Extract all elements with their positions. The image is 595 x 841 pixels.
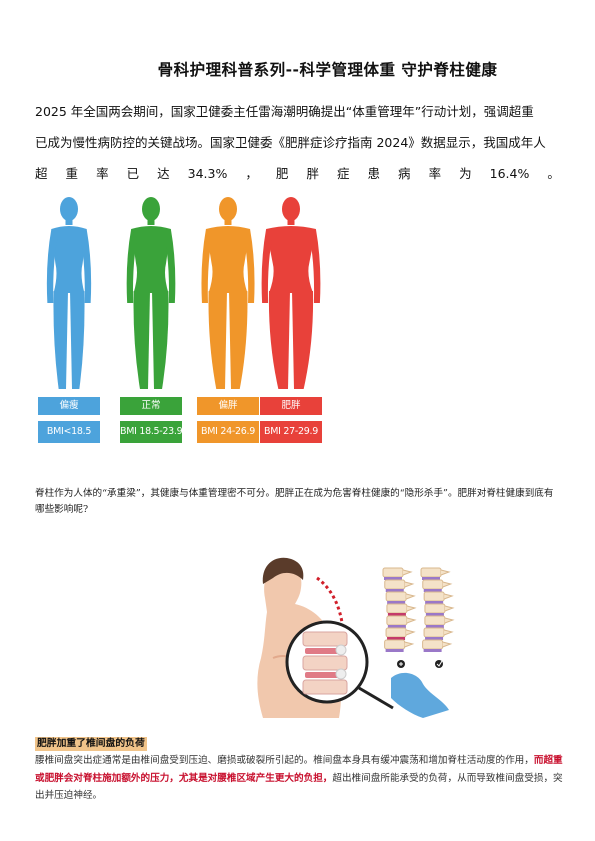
back-pain-spine-illustration (257, 557, 455, 718)
bmi-range: BMI 24-26.9 (197, 421, 259, 443)
intro-line-3-token: 。 (547, 166, 560, 181)
intro-line-3-token: 为 (459, 166, 472, 181)
section-heading: 肥胖加重了椎间盘的负荷 (35, 737, 147, 751)
intro-line-3-token: 肥 (275, 166, 289, 181)
figure-underweight: 偏瘦 BMI<18.5 (38, 193, 100, 443)
bmi-range: BMI<18.5 (38, 421, 100, 443)
disc-text-before: 腰椎间盘突出症通常是由椎间盘受到压迫、磨损或破裂所引起的。椎间盘本身具有缓冲震荡… (35, 755, 534, 766)
figure-label: 偏胖 (197, 397, 259, 415)
intro-line-3-token: 34.3% (187, 166, 228, 181)
intro-line-2: 已成为慢性病防控的关键战场。国家卫健委《肥胖症诊疗指南 2024》数据显示，我国… (35, 135, 546, 150)
body-silhouette-normal-icon (126, 197, 176, 389)
body-silhouette-overweight-icon (201, 197, 255, 389)
intro-line-3-token: 率 (428, 166, 442, 181)
body-silhouette-underweight-icon (46, 197, 92, 389)
spine-intro-text: 脊柱作为人体的“承重梁”，其健康与体重管理密不可分。肥胖正在成为危害脊柱健康的“… (35, 488, 554, 515)
figure-obese: 肥胖 BMI 27-29.9 (260, 193, 322, 443)
figure-label: 偏瘦 (38, 397, 100, 415)
body-silhouette-obese-icon (261, 197, 321, 389)
bmi-range: BMI 18.5-23.9 (120, 421, 183, 443)
disc-text-highlight: 而超重或肥胖会对脊柱施加额外的压力，尤其是对腰椎区域产生更大的负担， (35, 755, 563, 784)
figure-normal: 正常 BMI 18.5-23.9 (120, 193, 183, 443)
spine-closeup-icon (285, 620, 394, 710)
intro-line-3-token: 症 (336, 166, 350, 181)
intro-line-3-token: 率 (96, 166, 109, 181)
disc-load-paragraph: 腰椎间盘突出症通常是由椎间盘受到压迫、磨损或破裂所引起的。椎间盘本身具有缓冲震荡… (35, 752, 563, 805)
intro-line-3-token: 达 (157, 166, 170, 181)
gloved-hand-icon (391, 672, 449, 718)
disc-text-after: 超出椎间盘所能承受的负荷，从而导致椎间盘受损，突出并压迫神经。 (35, 772, 563, 802)
intro-line-3-token: 已 (126, 166, 140, 181)
intro-line-3-token: ， (245, 166, 258, 181)
figure-label: 肥胖 (260, 397, 322, 415)
bmi-range: BMI 27-29.9 (260, 421, 322, 443)
spine-model-damaged (420, 567, 455, 652)
intro-line-3-token: 超 (35, 166, 48, 181)
spine-intro-paragraph: 脊柱作为人体的“承重梁”，其健康与体重管理密不可分。肥胖正在成为危害脊柱健康的“… (35, 486, 560, 518)
intro-paragraph: 2025 年全国两会期间，国家卫健委主任雷海潮明确提出“体重管理年”行动计划，强… (35, 96, 560, 189)
figure-overweight: 偏胖 BMI 24-26.9 (197, 193, 259, 443)
bmi-figure-group: 偏瘦 BMI<18.5 正常 BMI 18.5-23.9 偏胖 BMI 24-2… (38, 193, 338, 473)
intro-line-3-token: 重 (65, 166, 79, 181)
intro-line-3-token: 16.4% (489, 166, 530, 181)
intro-line-3-token: 患 (367, 166, 381, 181)
figure-label: 正常 (120, 397, 182, 415)
intro-line-3-token: 胖 (306, 166, 319, 181)
page-title: 骨科护理科普系列--科学管理体重 守护脊柱健康 (157, 61, 498, 79)
intro-line-3: 超 重 率 已 达 34.3% ， 肥 胖 症 患 病 率 为 16.4% 。 (35, 158, 560, 189)
spine-model-healthy (382, 567, 417, 652)
intro-line-1: 2025 年全国两会期间，国家卫健委主任雷海潮明确提出“体重管理年”行动计划，强… (35, 104, 534, 119)
intro-line-3-token: 病 (398, 166, 411, 181)
